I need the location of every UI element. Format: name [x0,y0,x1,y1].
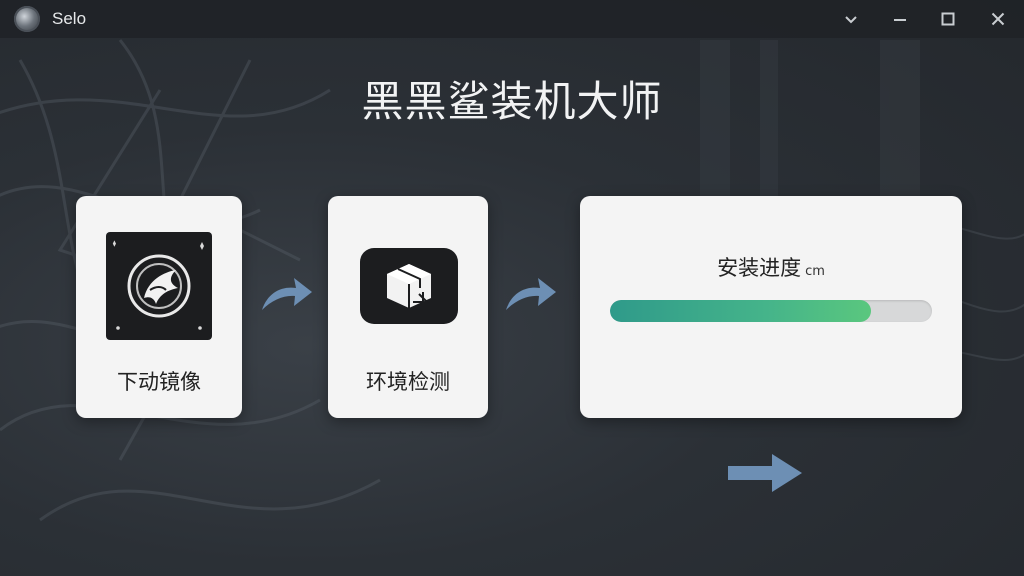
chevron-down-icon [845,16,857,24]
app-logo-icon [14,6,40,32]
next-arrow-button[interactable] [726,450,806,496]
collapse-button[interactable] [836,4,866,34]
maximize-icon [941,12,955,26]
page-title: 黑黑鲨装机大师 [361,77,663,126]
close-button[interactable] [983,4,1013,34]
minimize-icon [894,19,906,21]
curved-arrow-icon [506,278,556,310]
step-card-download-image[interactable]: 下动镜像 [76,196,242,418]
app-name: Selo [52,9,87,28]
title-bar: Selo [0,0,1024,38]
curved-arrow-icon [262,278,312,310]
step-card-environment-check[interactable]: 环境检测 [328,196,488,418]
package-box-icon [360,248,458,324]
maximize-button[interactable] [933,4,963,34]
step-label: 下动镜像 [117,370,201,394]
close-icon [991,12,1005,26]
progress-unit: cm [805,264,825,279]
progress-label: 安装进度 [717,256,802,280]
progress-bar-fill [610,300,871,322]
step-label: 环境检测 [366,370,450,394]
shark-logo-icon [106,232,212,340]
progress-bar [610,300,932,322]
minimize-button[interactable] [885,4,915,34]
